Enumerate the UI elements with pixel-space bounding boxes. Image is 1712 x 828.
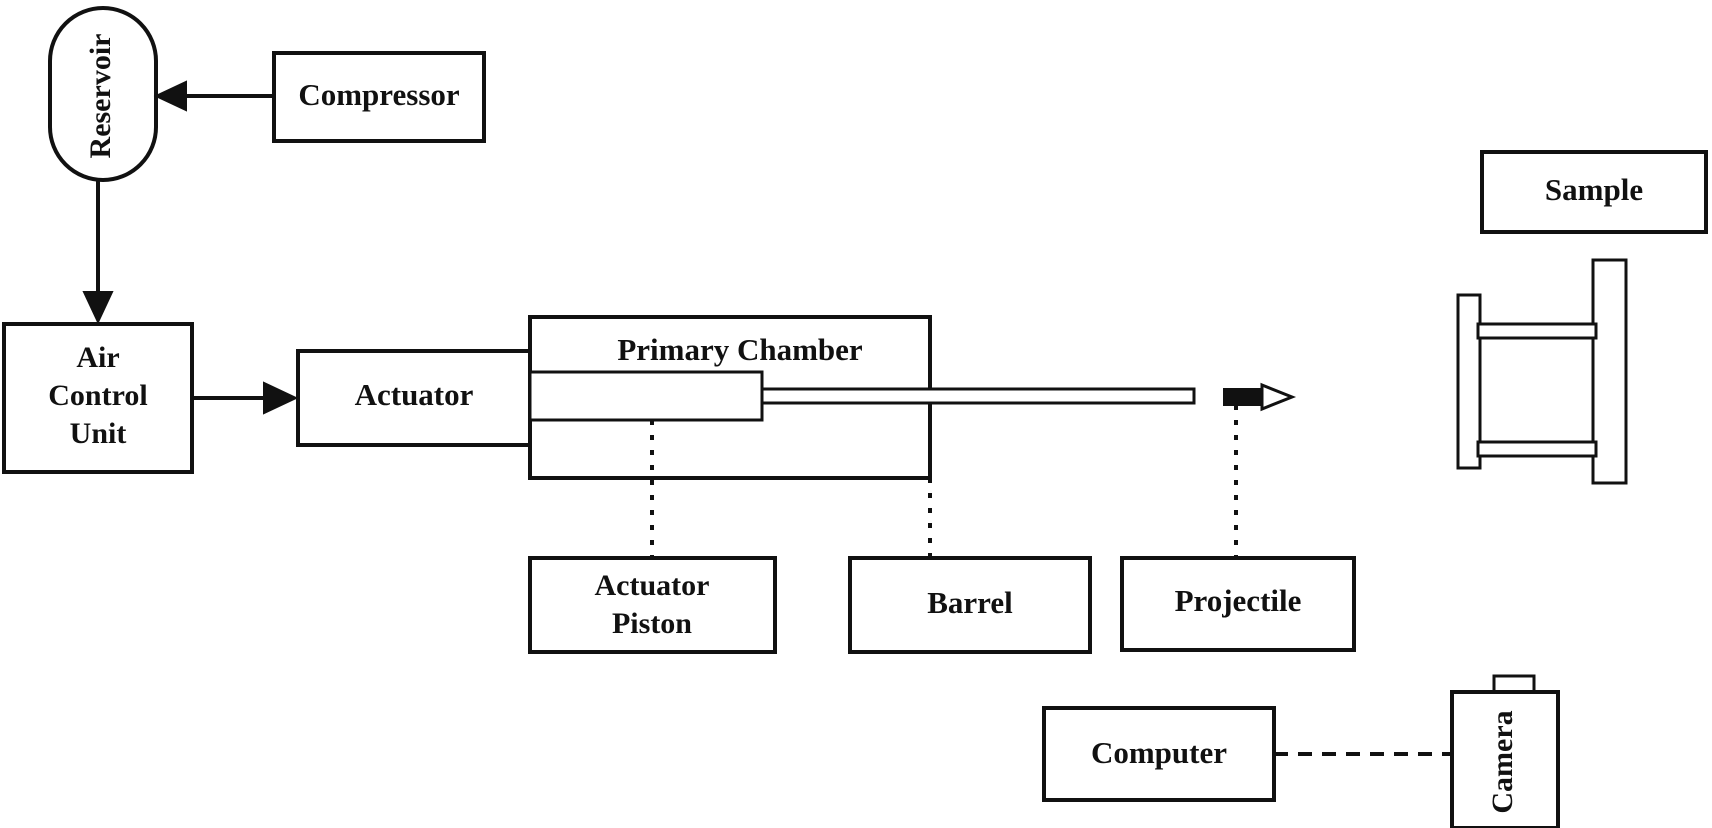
node-projectile-label-box[interactable]: Projectile <box>1120 556 1356 652</box>
arrowhead-left-reservoir <box>153 80 187 112</box>
primary-chamber-label: Primary Chamber <box>617 332 863 367</box>
node-air-control-unit[interactable]: Air Control Unit <box>2 322 194 474</box>
camera-body-shape <box>1450 690 1560 828</box>
actuator-piston-label-shape <box>528 556 777 654</box>
air-control-unit-label-line2: Control <box>48 379 147 412</box>
connector-compressor-to-reservoir <box>153 80 274 112</box>
node-camera[interactable]: Camera <box>1450 674 1560 828</box>
arrowhead-right-actuator <box>263 381 299 415</box>
arrowhead-down-acu <box>82 291 114 325</box>
node-sample[interactable]: Sample <box>1480 150 1708 234</box>
barrel-tube-shape <box>760 387 1196 405</box>
node-actuator-piston-label-box[interactable]: Actuator Piston <box>528 556 777 654</box>
compressor-label: Compressor <box>298 77 460 112</box>
sample-holder-lower-crossbar <box>1476 440 1598 458</box>
node-actuator-piston-body <box>528 370 764 422</box>
air-control-unit-label-line1: Air <box>76 341 119 374</box>
connector-reservoir-to-acu <box>82 180 114 325</box>
node-compressor[interactable]: Compressor <box>272 51 486 143</box>
actuator-piston-shape <box>528 370 764 422</box>
air-control-unit-shape <box>2 322 194 474</box>
reservoir-shape <box>48 6 158 182</box>
projectile-tip <box>1260 382 1297 412</box>
actuator-label: Actuator <box>355 377 474 412</box>
projectile-body <box>1223 382 1297 412</box>
computer-label: Computer <box>1091 735 1227 770</box>
projectile-label-shape <box>1120 556 1356 652</box>
projectile-label: Projectile <box>1175 583 1302 618</box>
barrel-tube <box>760 387 1196 405</box>
compressor-shape <box>272 51 486 143</box>
node-computer[interactable]: Computer <box>1042 706 1276 802</box>
computer-shape <box>1042 706 1276 802</box>
sample-holder-right-bar <box>1591 258 1628 485</box>
node-reservoir[interactable]: Reservoir <box>48 6 158 182</box>
actuator-piston-label-line2: Piston <box>612 607 692 640</box>
camera-label: Camera <box>1486 710 1519 813</box>
barrel-label: Barrel <box>927 585 1013 620</box>
sample-holder-upper-crossbar <box>1476 322 1598 340</box>
actuator-shape <box>296 349 532 447</box>
connector-acu-to-actuator <box>192 381 299 415</box>
sample-label: Sample <box>1545 172 1643 207</box>
air-control-unit-label-line3: Unit <box>70 417 127 450</box>
node-actuator[interactable]: Actuator <box>296 349 532 447</box>
sample-holder-left-bar <box>1456 293 1482 470</box>
sample-holder-fixture <box>1456 258 1628 485</box>
sample-shape <box>1480 150 1708 234</box>
reservoir-label: Reservoir <box>84 34 117 159</box>
node-barrel-label-box[interactable]: Barrel <box>848 556 1092 654</box>
projectile-shaft <box>1223 388 1263 406</box>
barrel-label-shape <box>848 556 1092 654</box>
actuator-piston-label-line1: Actuator <box>595 569 710 602</box>
